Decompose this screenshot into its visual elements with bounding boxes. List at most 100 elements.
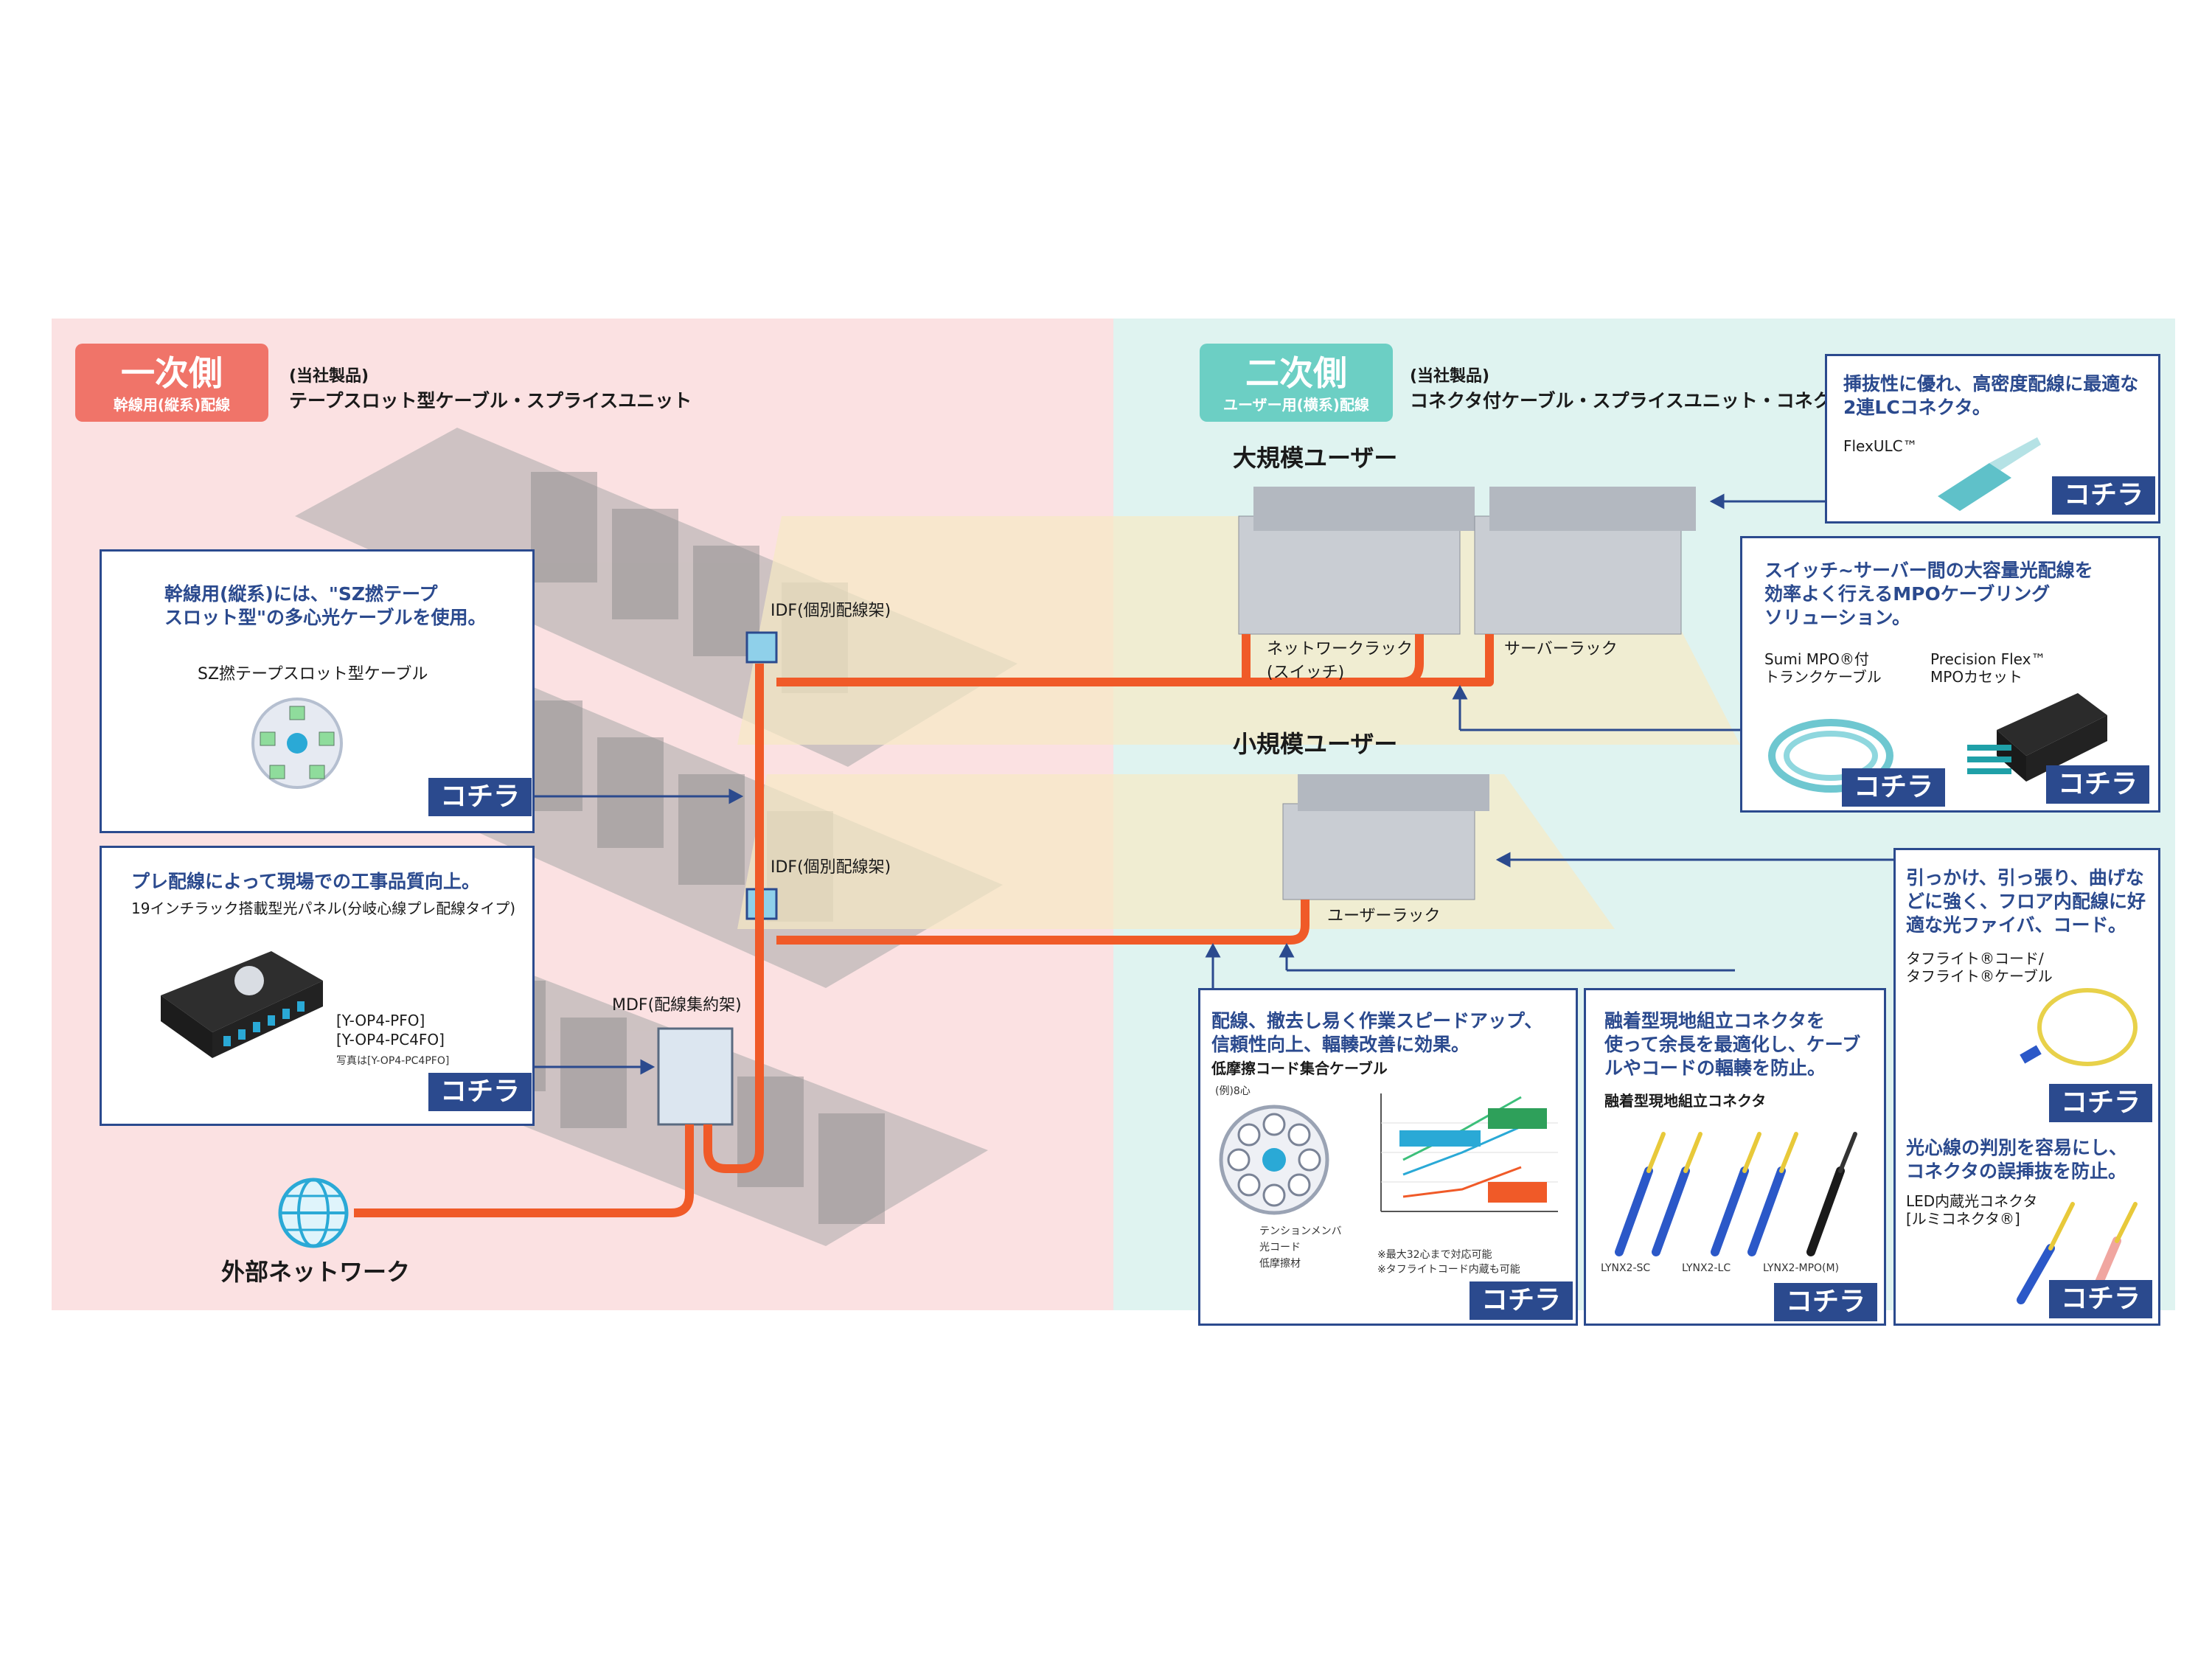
led-connector-desc: 光心線の判別を容易にし、 コネクタの誤挿抜を防止。 — [1906, 1136, 2127, 1183]
toughlite-link-button[interactable]: コチラ — [2049, 1084, 2152, 1122]
led-connector-product-line1: LED内蔵光コネクタ — [1906, 1192, 2038, 1210]
sz-cable-cross-section-icon — [251, 698, 343, 789]
low-friction-cable-desc-line2: 信頼性向上、輻輳改善に効果。 — [1211, 1034, 1470, 1055]
mpo-cabling-desc-line1: スイッチ~サーバー間の大容量光配線を — [1764, 560, 2093, 581]
prewire-panel-model1: [Y-OP4-PFO] — [336, 1012, 425, 1029]
network-rack-label-line2: (スイッチ) — [1267, 664, 1345, 682]
mpo-cassette-product: Precision Flex™ MPOカセット — [1930, 650, 2045, 686]
floor-rack-rows — [479, 472, 885, 1224]
prewire-panel-card: プレ配線によって現場での工事品質向上。 19インチラック搭載型光パネル(分岐心線… — [100, 846, 535, 1126]
idf-upper-box — [745, 631, 778, 664]
server-rack-label: サーバーラック — [1504, 640, 1618, 658]
secondary-own-products: コネクタ付ケーブル・スプライスユニット・コネクタ — [1410, 390, 1849, 411]
led-connector-link-button[interactable]: コチラ — [2049, 1280, 2152, 1318]
secondary-side-title: 二次側 — [1245, 353, 1347, 393]
network-rack-label: ネットワークラック (スイッチ) — [1267, 636, 1413, 683]
low-friction-cable-card: 配線、撤去し易く作業スピードアップ、 信頼性向上、輻輳改善に効果。 低摩擦コード… — [1198, 988, 1578, 1326]
fusion-connector-image — [1615, 1132, 1857, 1256]
prewire-panel-product: 19インチラック搭載型光パネル(分岐心線プレ配線タイプ) — [131, 900, 516, 917]
low-friction-note-1: ※最大32心まで対応可能 — [1377, 1249, 1492, 1261]
led-connector-product: LED内蔵光コネクタ [ルミコネクタ®] — [1906, 1192, 2037, 1228]
sz-cable-product: SZ撚テープスロット型ケーブル — [198, 665, 428, 684]
primary-own-label: (当社製品) — [289, 367, 369, 386]
large-user-label: 大規模ユーザー — [1233, 444, 1398, 472]
fusion-connector-desc-line1: 融着型現地組立コネクタを — [1604, 1010, 1826, 1032]
toughlite-cord-image — [2020, 988, 2138, 1066]
mpo-cabling-desc: スイッチ~サーバー間の大容量光配線を 効率よく行えるMPOケーブリング ソリュー… — [1764, 559, 2093, 630]
toughlite-desc-line2: どに強く、フロア内配線に好 — [1906, 891, 2146, 912]
lc-connector-desc: 挿抜性に優れ、高密度配線に最適な 2連LCコネクタ。 — [1843, 372, 2138, 420]
mpo-cassette-product-line1: Precision Flex™ — [1930, 650, 2046, 668]
globe-icon — [278, 1178, 349, 1248]
secondary-own-label: (当社製品) — [1410, 367, 1490, 386]
primary-side-title: 一次側 — [121, 353, 223, 393]
primary-side-badge: 一次側 幹線用(縦系)配線 — [75, 344, 268, 422]
user-rack-label: ユーザーラック — [1327, 907, 1441, 925]
secondary-side-badge: 二次側 ユーザー用(横系)配線 — [1200, 344, 1393, 422]
network-rack-label-line1: ネットワークラック — [1267, 640, 1413, 658]
small-user-label: 小規模ユーザー — [1233, 730, 1398, 758]
mpo-cassette-image — [1967, 693, 2107, 782]
low-friction-legend-3: 低摩擦材 — [1259, 1258, 1301, 1270]
fusion-connector-model-2: LYNX2-LC — [1682, 1262, 1731, 1274]
fiber-routes — [354, 634, 1494, 1217]
lc-connector-desc-line1: 挿抜性に優れ、高密度配線に最適な — [1843, 373, 2139, 394]
fusion-connector-desc-line2: 使って余長を最適化し、ケーブ — [1604, 1034, 1861, 1055]
prewire-panel-model2: [Y-OP4-PC4FO] — [336, 1031, 445, 1048]
mpo-trunk-product-line1: Sumi MPO®付 — [1764, 650, 1869, 668]
fusion-connector-desc: 融着型現地組立コネクタを 使って余長を最適化し、ケーブ ルやコードの輻輳を防止。 — [1604, 1009, 1860, 1080]
low-friction-cable-product: 低摩擦コード集合ケーブル — [1211, 1060, 1388, 1077]
toughlite-led-card: 引っかけ、引っ張り、曲げな どに強く、フロア内配線に好 適な光ファイバ、コード。… — [1893, 848, 2160, 1326]
toughlite-desc-line1: 引っかけ、引っ張り、曲げな — [1906, 867, 2144, 888]
low-friction-legend-1: テンションメンバ — [1259, 1225, 1342, 1237]
mpo-cabling-desc-line3: ソリューション。 — [1764, 607, 1911, 628]
low-friction-cable-cross-section-icon — [1219, 1105, 1329, 1215]
mdf-label: MDF(配線集約架) — [612, 996, 742, 1015]
led-connector-product-line2: [ルミコネクタ®] — [1906, 1210, 2020, 1228]
network-rack-cluster — [1238, 487, 1475, 635]
mpo-cassette-link-button[interactable]: コチラ — [2046, 765, 2149, 804]
toughlite-product: タフライト®コード/ タフライト®ケーブル — [1906, 950, 2053, 985]
secondary-side-subtitle: ユーザー用(横系)配線 — [1223, 396, 1369, 414]
mpo-cabling-desc-line2: 効率よく行えるMPOケーブリング — [1764, 583, 2051, 605]
low-friction-legend-2: 光コード — [1259, 1242, 1301, 1253]
toughlite-product-line1: タフライト®コード/ — [1906, 950, 2044, 967]
mpo-trunk-product: Sumi MPO®付 トランクケーブル — [1764, 650, 1882, 686]
mpo-cassette-product-line2: MPOカセット — [1930, 668, 2023, 686]
sz-cable-link-button[interactable]: コチラ — [428, 778, 532, 816]
toughlite-product-line2: タフライト®ケーブル — [1906, 967, 2053, 985]
mpo-trunk-link-button[interactable]: コチラ — [1842, 768, 1945, 807]
lc-connector-card: 挿抜性に優れ、高密度配線に最適な 2連LCコネクタ。 FlexULC™ コチラ — [1825, 354, 2160, 524]
low-friction-performance-graph — [1380, 1093, 1558, 1212]
toughlite-desc-line3: 適な光ファイバ、コード。 — [1906, 914, 2127, 936]
low-friction-cable-desc-line1: 配線、撤去し易く作業スピードアップ、 — [1211, 1010, 1543, 1032]
led-connector-desc-line2: コネクタの誤挿抜を防止。 — [1906, 1161, 2127, 1182]
prewire-panel-link-button[interactable]: コチラ — [428, 1073, 532, 1111]
low-friction-cable-desc: 配線、撤去し易く作業スピードアップ、 信頼性向上、輻輳改善に効果。 — [1211, 1009, 1543, 1057]
callout-arrows — [532, 493, 1895, 1075]
fusion-connector-model-1: LYNX2-SC — [1601, 1262, 1651, 1274]
external-network-label: 外部ネットワーク — [221, 1258, 411, 1286]
fusion-connector-link-button[interactable]: コチラ — [1774, 1283, 1877, 1321]
sz-cable-card: 幹線用(縦系)には、"SZ撚テープ スロット型"の多心光ケーブルを使用。 SZ撚… — [100, 549, 535, 833]
lc-connector-product: FlexULC™ — [1843, 437, 1918, 455]
mpo-trunk-cable-image — [1768, 719, 1893, 793]
lc-connector-desc-line2: 2連LCコネクタ。 — [1843, 397, 1991, 418]
sz-cable-desc: 幹線用(縦系)には、"SZ撚テープ スロット型"の多心光ケーブルを使用。 — [164, 582, 518, 630]
lc-connector-link-button[interactable]: コチラ — [2052, 476, 2155, 515]
mpo-cabling-card: スイッチ~サーバー間の大容量光配線を 効率よく行えるMPOケーブリング ソリュー… — [1740, 536, 2160, 813]
fusion-connector-card: 融着型現地組立コネクタを 使って余長を最適化し、ケーブ ルやコードの輻輳を防止。… — [1584, 988, 1886, 1326]
sz-cable-desc-line2: スロット型"の多心光ケーブルを使用。 — [164, 607, 487, 628]
fusion-connector-desc-line3: ルやコードの輻輳を防止。 — [1604, 1057, 1826, 1079]
low-friction-note-2: ※タフライトコード内蔵も可能 — [1377, 1264, 1520, 1276]
prewire-panel-photo-note: 写真は[Y-OP4-PC4PFO] — [336, 1055, 450, 1067]
fusion-connector-product: 融着型現地組立コネクタ — [1604, 1092, 1767, 1110]
user-rack-cluster — [1282, 774, 1489, 900]
sz-cable-desc-line1: 幹線用(縦系)には、"SZ撚テープ — [164, 583, 438, 605]
low-friction-cable-example: (例)8心 — [1215, 1085, 1251, 1097]
led-connector-image — [2017, 1202, 2138, 1304]
optical-panel-image — [161, 951, 323, 1058]
low-friction-cable-link-button[interactable]: コチラ — [1470, 1281, 1573, 1320]
server-rack-cluster — [1474, 487, 1696, 635]
toughlite-desc: 引っかけ、引っ張り、曲げな どに強く、フロア内配線に好 適な光ファイバ、コード。 — [1906, 866, 2146, 937]
